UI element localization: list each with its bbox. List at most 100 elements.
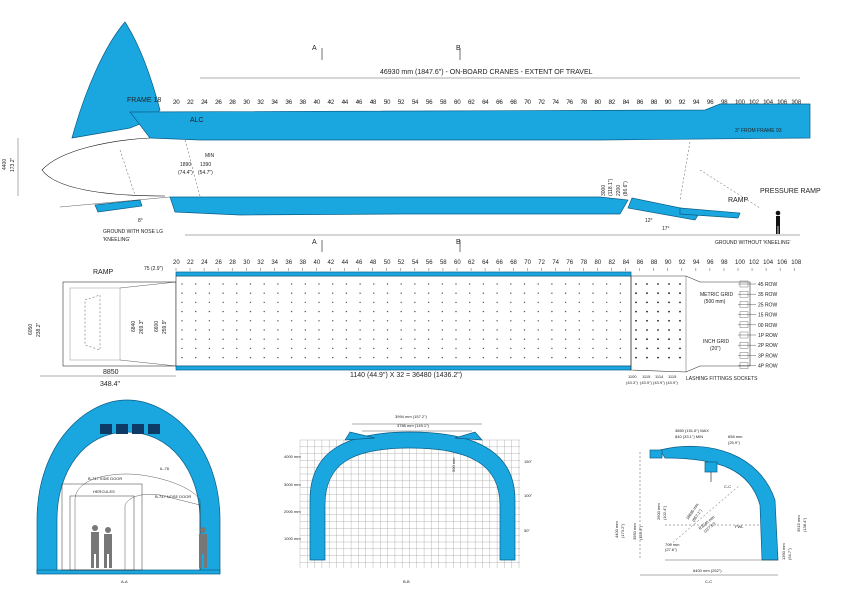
row-label: 2P ROW [758,343,778,349]
dim-54-7: (54.7") [198,170,213,176]
frame-number: 74 [552,100,559,106]
upper-deck [129,103,811,141]
width-3786: 3786 mm (149.1") [397,423,430,428]
pressure-ramp-label: PRESSURE RAMP [760,188,821,195]
dim-6600: 6600 [154,321,160,332]
frame-number: 108 [791,100,802,106]
dim-6840: 6840 [131,321,137,332]
row-ticks [738,280,756,369]
frame-number: 20 [173,100,180,106]
section-a-marker: A [312,45,317,52]
frame-number: 22 [187,260,194,266]
frame-number: 38 [299,100,306,106]
frame-number: 44 [342,260,349,266]
row-label: 4P ROW [758,364,778,370]
height-4000: 4000 mm [284,454,301,459]
frame-number: 66 [496,260,503,266]
frame-number: 20 [173,260,180,266]
lashing-grid-dimension: 1140 (44.9") X 32 = 36480 (1436.2") [350,372,462,379]
height-1390: 1390 mm [781,543,786,560]
frame-number: 88 [651,100,658,106]
frame-number: 82 [609,100,616,106]
row-label: 3P ROW [758,353,778,359]
frame-number: 50 [384,100,391,106]
pressure-ramp [679,207,741,219]
frame-number: 86 [637,100,644,106]
height-1000: 1000 mm [284,536,301,541]
window-4 [148,424,160,434]
ramp-label-floor: RAMP [93,269,114,276]
frame-number: 32 [257,100,264,106]
height-3515: 3515 mm [796,515,801,532]
frame-number: 62 [468,260,475,266]
frame-number: 68 [510,260,517,266]
frame-number: 48 [370,100,377,106]
section-cc-caption: C-C [705,579,712,584]
frame-number: 30 [243,260,250,266]
window-2 [116,424,128,434]
dim-74-4: (74.4") [178,170,193,176]
frame-number: 76 [566,260,573,266]
svg-text:(173.2"): (173.2") [620,523,625,538]
frame-number: 70 [524,100,531,106]
height-3000: 3000 mm [284,482,301,487]
dim-8850: 8850 [103,369,119,376]
frame-number: 46 [356,100,363,106]
section-aa: IL-76 B-747 SIDE DOOR HERCULES B-747 NOS… [36,399,221,584]
metric-grid-size: (500 mm) [704,299,726,305]
frame-number: 68 [510,100,517,106]
frame-number: 46 [356,260,363,266]
section-a-marker-lower: A [312,239,317,246]
il76-outline [74,473,201,570]
window-3 [132,424,144,434]
angle-17: 17° [662,226,670,232]
ruler-50: 50" [524,528,530,533]
top-dim-min: 840 (33.1") MIN [675,434,703,439]
svg-text:(43.9"): (43.9") [640,380,653,385]
dim-348-4: 348.4" [100,381,121,388]
dim-75: 75 (2.9") [144,266,163,272]
frame-number: 40 [314,100,321,106]
dim-1115b: 1115 [668,374,677,379]
frame-number: 72 [538,260,545,266]
frame-number: 40 [314,260,321,266]
frame-number: 34 [271,100,278,106]
frame-number: 84 [623,260,630,266]
frame-number: 30 [243,100,250,106]
dim-269-3: 269.3" [139,319,145,334]
b747-side-door-outline [61,483,143,571]
frame-number: 80 [595,260,602,266]
frame-number: 94 [693,100,700,106]
height-2000: 2000 mm [284,509,301,514]
b747-nose-door-label: B-747 NOSE DOOR [155,494,191,499]
frame-number: 94 [693,260,700,266]
dim-1390: 1390 [200,162,211,168]
height-173-2: 173.2" [10,157,16,172]
svg-text:(102.4"): (102.4") [662,505,667,520]
frame-number: 98 [721,100,728,106]
row-label: 35 ROW [758,292,777,298]
dim-118-1: (118.1") [608,178,614,196]
frame-number: 60 [454,260,461,266]
crane-travel-dimension: 46930 mm (1847.6") - ON-BOARD CRANES - E… [380,69,593,76]
frame-number: 90 [665,100,672,106]
person-figures [91,525,207,568]
section-aa-fuselage [36,399,221,574]
section-bb: 3994 mm (157.2") 3786 mm (149.1") 4000 m… [284,414,533,584]
frame-number: 54 [412,260,419,266]
height-3950: 3950 mm [632,523,637,540]
frame-number: 74 [552,260,559,266]
section-aa-caption: A-A [121,579,128,584]
angle-8: 8° [138,218,143,224]
frame-number: 24 [201,260,208,266]
dim-1114: 1114 [655,374,664,379]
frame-number: 100 [735,260,746,266]
frame-number: 106 [777,260,788,266]
from-frame-93: 3" FROM FRAME 93 [735,128,782,134]
width-6400: 6400 mm (252") [693,568,722,573]
ground-kneeling-label: GROUND WITH NOSE LG [103,229,163,235]
frame-number: 70 [524,260,531,266]
